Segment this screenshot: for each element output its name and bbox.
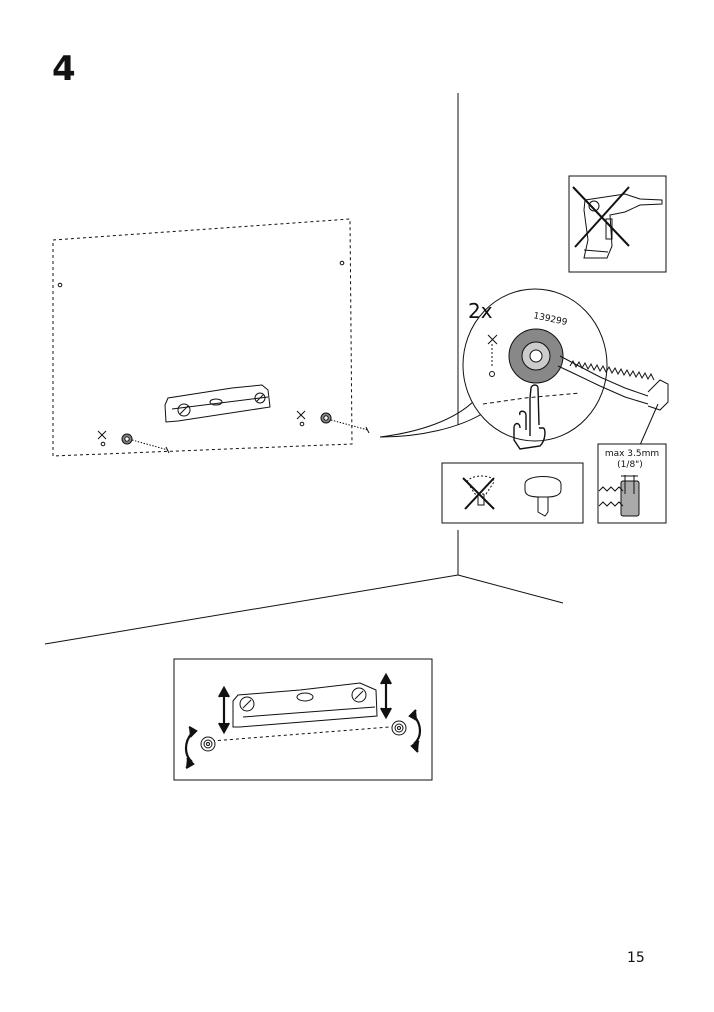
pointing-hand-icon: [513, 384, 546, 450]
room-corner: [44, 93, 564, 645]
max-gap-imperial-label: (1/8"): [617, 460, 643, 470]
spirit-level-on-panel: [164, 384, 271, 423]
screw-gap-detail: [597, 443, 667, 524]
washer-139299: [508, 328, 564, 384]
max-gap-label: max 3.5mm: [605, 449, 659, 459]
wall-panel-outline: [52, 218, 353, 457]
long-screw: [557, 355, 669, 446]
quantity-label: 2x: [468, 299, 493, 323]
screw-head-comparison: [441, 462, 584, 524]
right-screw-panel: [296, 410, 370, 434]
left-screw-panel: [97, 430, 170, 454]
page-number: 15: [627, 950, 645, 966]
step-number: 4: [52, 49, 76, 89]
no-power-drill-icon: [568, 175, 667, 273]
level-adjustment-box: [173, 658, 433, 781]
callout-bubble: [379, 288, 608, 442]
